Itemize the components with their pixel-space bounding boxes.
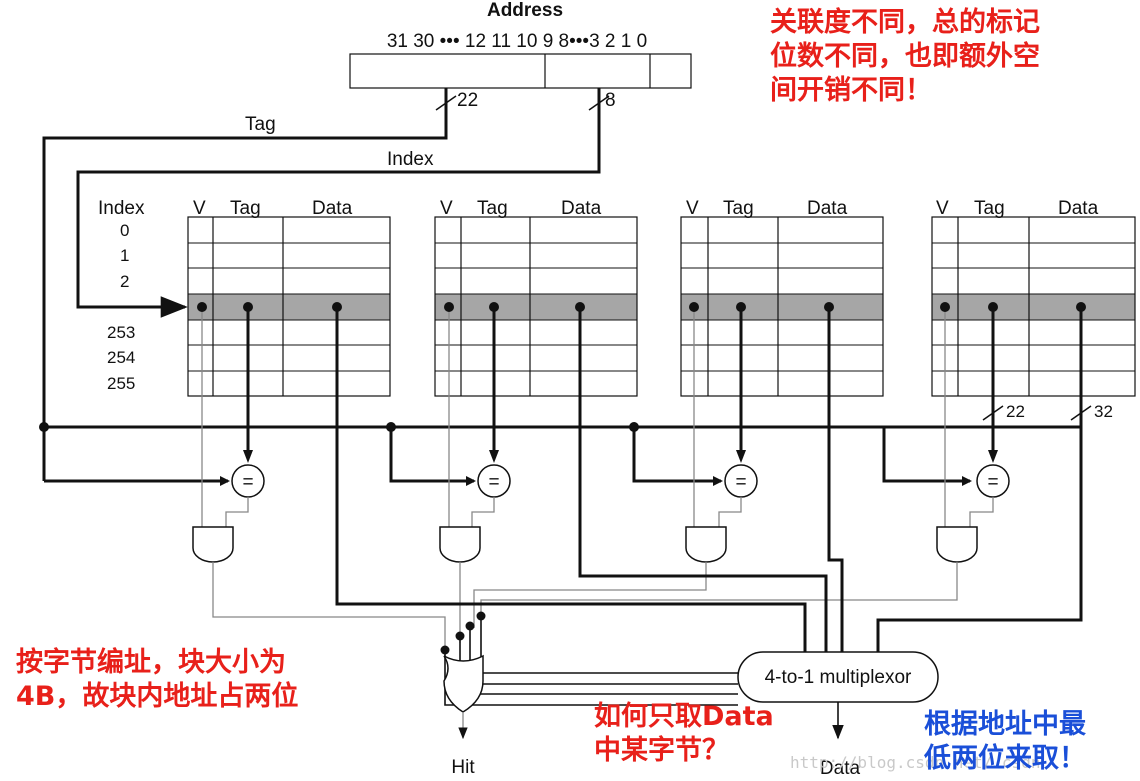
and-gate-3 <box>685 526 727 563</box>
data-bus-lines <box>335 307 1083 652</box>
row-index-1: 1 <box>120 246 129 265</box>
tag-junction-3 <box>629 422 639 432</box>
way-1-data-header: Data <box>312 198 353 219</box>
way-4-valid-header: V <box>936 198 949 219</box>
way-4-data-header: Data <box>1058 198 1099 219</box>
byte-question-note-line-1: 如何只取Data <box>594 701 774 732</box>
comparator-3-symbol: = <box>735 472 746 493</box>
data-bus-width-label: 32 <box>1094 402 1113 421</box>
row-index-2: 2 <box>120 272 129 291</box>
associativity-note-line-2: 位数不同，也即额外空 <box>770 41 1040 72</box>
way-3-selected-row <box>681 294 883 320</box>
tag-width-label: 22 <box>457 90 478 111</box>
tag-bus <box>42 88 1080 429</box>
cache-way-4: V Tag Data <box>931 198 1136 397</box>
hit-select-lines <box>444 616 745 706</box>
address-bit-positions: 31 30 ••• 12 11 10 9 8•••3 2 1 0 <box>387 31 647 52</box>
byte-question-note: 如何只取Data 中某字节？ <box>594 700 774 768</box>
way-1-tag-header: Tag <box>230 198 261 219</box>
address-title: Address <box>487 0 563 21</box>
cache-way-2: V Tag Data <box>434 198 638 397</box>
answer-note-line-1: 根据地址中最 <box>924 709 1086 740</box>
or-gate <box>443 654 484 713</box>
cache-way-1: V Tag Data <box>187 198 391 397</box>
comparator-3: = <box>724 464 758 498</box>
and-gate-4 <box>936 526 978 563</box>
data-output-label: Data <box>820 758 861 779</box>
index-column-header: Index <box>98 198 145 219</box>
tag-junction-2 <box>386 422 396 432</box>
way-4-selected-row <box>932 294 1135 320</box>
byte-addressing-note: 按字节编址，块大小为 4B，故块内地址占两位 <box>16 646 298 714</box>
tag-comparator-feeds <box>44 427 970 483</box>
way-1-selected-row <box>188 294 390 320</box>
way-4-tag-header: Tag <box>974 198 1005 219</box>
comparator-2: = <box>477 464 511 498</box>
index-bus-label: Index <box>387 149 434 170</box>
way-3-valid-header: V <box>686 198 699 219</box>
associativity-note: 关联度不同，总的标记 位数不同，也即额外空 间开销不同！ <box>770 6 1040 108</box>
row-index-0: 0 <box>120 221 129 240</box>
valid-bit-lines <box>201 307 994 527</box>
comparator-4: = <box>976 464 1010 498</box>
hit-label: Hit <box>451 757 475 778</box>
answer-note-line-2: 低两位来取！ <box>924 743 1086 774</box>
and-gate-1 <box>192 526 234 563</box>
row-index-254: 254 <box>107 348 135 367</box>
and-gate-2 <box>439 526 481 563</box>
way-3-data-header: Data <box>807 198 848 219</box>
selected-row-dots <box>197 302 1086 312</box>
tag-bus-label: Tag <box>245 114 276 135</box>
tag-width-slash <box>435 95 457 111</box>
comparator-2-symbol: = <box>488 472 499 493</box>
watermark: http://blog.csdn.net/…csdn <box>790 753 1041 772</box>
answer-note: 根据地址中最 低两位来取！ <box>924 708 1086 776</box>
comparator-4-symbol: = <box>987 472 998 493</box>
tag-bus-width-label: 22 <box>1006 402 1025 421</box>
cache-way-3: V Tag Data <box>680 198 884 397</box>
byte-addressing-note-line-2: 4B，故块内地址占两位 <box>16 681 299 712</box>
tag-junction-1 <box>39 422 49 432</box>
row-index-255: 255 <box>107 374 135 393</box>
way-2-data-header: Data <box>561 198 602 219</box>
row-index-253: 253 <box>107 323 135 342</box>
index-bus <box>76 88 601 318</box>
byte-addressing-note-line-1: 按字节编址，块大小为 <box>16 647 286 678</box>
byte-question-note-line-2: 中某字节？ <box>594 735 729 766</box>
associativity-note-line-3: 间开销不同！ <box>770 75 932 106</box>
multiplexor-label: 4-to-1 multiplexor <box>765 667 912 688</box>
index-width-slash <box>588 95 610 111</box>
and-gates <box>192 526 978 563</box>
address-register <box>349 53 692 89</box>
way-3-tag-header: Tag <box>723 198 754 219</box>
associativity-note-line-1: 关联度不同，总的标记 <box>770 7 1040 38</box>
stored-tag-lines <box>246 307 995 455</box>
way-2-selected-row <box>435 294 637 320</box>
way-2-valid-header: V <box>440 198 453 219</box>
way-2-tag-header: Tag <box>477 198 508 219</box>
way-1-valid-header: V <box>193 198 206 219</box>
index-width-label: 8 <box>605 90 616 111</box>
comparator-1-symbol: = <box>242 472 253 493</box>
comparator-1: = <box>231 464 265 498</box>
